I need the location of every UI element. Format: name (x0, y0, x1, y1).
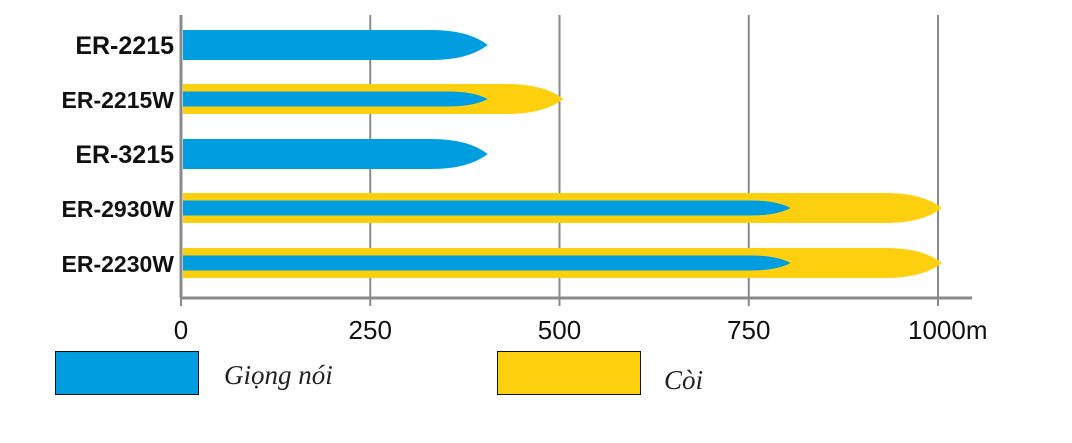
category-label: ER-2215W (62, 87, 175, 113)
legend-label-voice: Giọng nói (224, 360, 333, 390)
category-label: ER-3215 (75, 141, 174, 169)
bars (183, 30, 942, 278)
tick-label: 0 (174, 315, 188, 345)
tick-label: 1000m (908, 315, 988, 345)
bar-voice (183, 139, 488, 169)
legend: Giọng nói Còi (55, 351, 703, 395)
x-axis (179, 15, 972, 306)
bar-voice (183, 200, 791, 216)
bar-voice (183, 255, 791, 271)
tick-label: 500 (538, 315, 581, 345)
bar-voice (183, 30, 488, 60)
legend-label-horn: Còi (664, 365, 703, 395)
bar-voice (183, 91, 488, 107)
category-label: ER-2215 (75, 32, 174, 60)
category-label: ER-2930W (62, 196, 175, 222)
tick-label: 250 (349, 315, 392, 345)
legend-swatch-horn (497, 351, 641, 395)
tick-labels: 0 250 500 750 1000m (174, 315, 988, 345)
legend-swatch-voice (55, 351, 199, 395)
category-label: ER-2230W (62, 251, 175, 277)
tick-label: 750 (727, 315, 770, 345)
